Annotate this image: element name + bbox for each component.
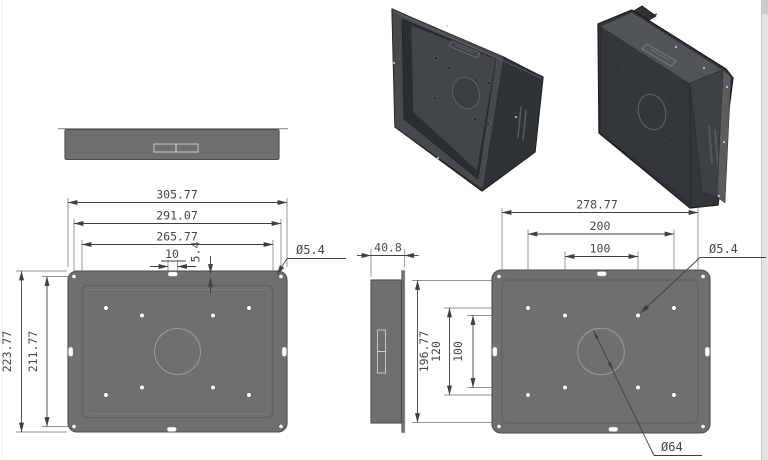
iso-front-vent — [517, 106, 527, 141]
dim-back-vesa-height-outer: 120 — [429, 341, 443, 362]
back-view-dimensions: 278.77 200 100 Ø5.4 Ø64 — [501, 198, 766, 456]
iso-back-flange-strip — [716, 69, 732, 204]
iso-back-flange-screws — [675, 46, 728, 197]
back-view — [491, 269, 711, 434]
back-corner-holes — [496, 273, 706, 429]
dim-front-overall-height: 223.77 — [0, 331, 14, 373]
dim-side-depth: 40.8 — [374, 241, 402, 255]
dim-back-vesa-height-inner: 100 — [451, 341, 465, 362]
back-plate — [491, 269, 711, 434]
dim-front-hole-span-width: 291.07 — [156, 209, 198, 223]
dim-back-vesa-width-inner: 100 — [590, 242, 611, 256]
iso-back-vent — [708, 126, 719, 167]
edge-view-slot-right — [175, 143, 199, 153]
side-view: 40.8 — [357, 241, 419, 433]
dim-back-center-hole-dia: Ø64 — [661, 440, 683, 454]
iso-front-center-hole — [452, 76, 480, 110]
isometric-front-view — [391, 8, 544, 192]
bottom-edge-view — [58, 128, 288, 161]
dim-front-overall-width: 305.77 — [156, 188, 198, 202]
front-center-hole — [154, 328, 201, 375]
iso-front-flange-screws — [393, 25, 517, 159]
dim-back-body-width: 278.77 — [576, 198, 618, 212]
front-corner-holes — [71, 273, 284, 429]
back-vesa-holes — [525, 305, 677, 398]
dim-front-slot-offset: 5.4 — [189, 242, 203, 263]
front-plate — [67, 270, 288, 433]
dim-front-corner-hole-dia: Ø5.4 — [296, 243, 325, 257]
dim-back-vesa-width-outer: 200 — [590, 219, 611, 233]
iso-front-top-slot — [448, 40, 481, 59]
back-center-hole — [577, 327, 625, 376]
isometric-back-view — [597, 5, 734, 209]
iso-front-vesa-holes — [433, 56, 491, 126]
side-view-body — [370, 279, 403, 424]
dim-back-body-height: 196.77 — [417, 331, 431, 373]
dim-front-opening-width: 265.77 — [156, 230, 198, 244]
front-edge-slots — [68, 271, 287, 432]
dim-back-vesa-hole-dia: Ø5.4 — [709, 242, 738, 256]
front-view-dimensions: 305.77 291.07 265.77 10 5.4 Ø5.4 223.77 … — [0, 188, 346, 433]
back-edge-slots — [492, 271, 710, 432]
iso-back-top-slot — [641, 43, 677, 67]
front-view — [67, 270, 288, 433]
iso-back-center-hole — [637, 93, 667, 131]
dim-front-hole-span-height: 211.77 — [26, 331, 40, 373]
iso-back-vesa-holes — [619, 66, 682, 157]
edge-view-body — [64, 128, 280, 161]
dim-front-slot-width: 10 — [165, 247, 179, 261]
front-vesa-holes — [103, 305, 252, 398]
